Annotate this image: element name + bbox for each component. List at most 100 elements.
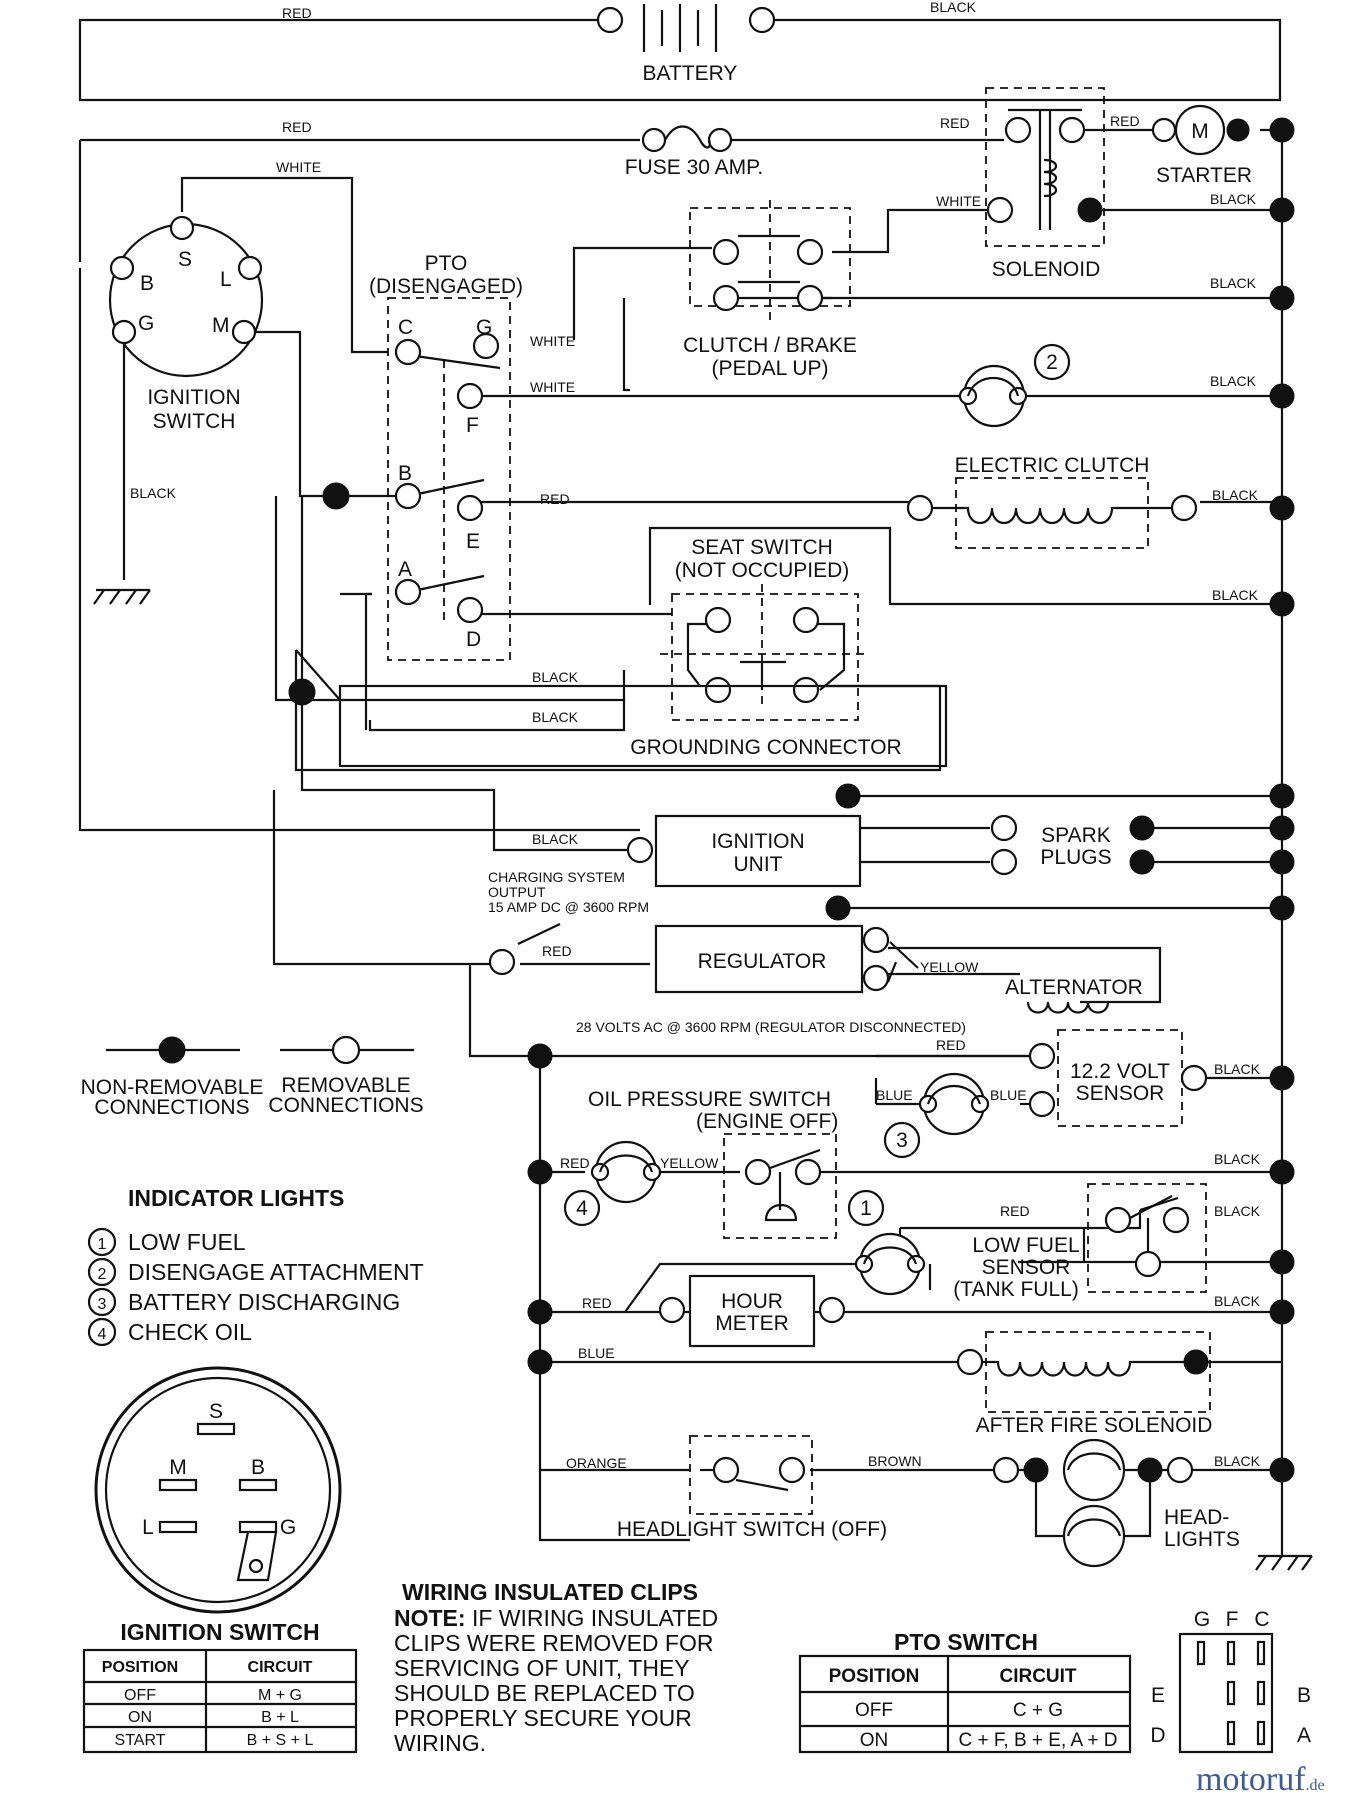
indicator-item-3-num: 3	[98, 1296, 107, 1313]
component-outlines	[108, 4, 1295, 1568]
charging-output-label-2: OUTPUT	[488, 884, 546, 900]
non-removable-legend-1: NON-REMOVABLE	[81, 1076, 264, 1099]
lamp-1-symbol	[847, 1189, 926, 1296]
pto-table-row-1-position: OFF	[855, 1700, 893, 1721]
electric-clutch-symbol	[906, 477, 1295, 549]
wire-label-black: BLACK	[1214, 1061, 1261, 1077]
wire-label-black: BLACK	[1214, 1453, 1261, 1469]
wire-label-black: BLACK	[1210, 275, 1257, 291]
wire-label-black: BLACK	[532, 669, 579, 685]
indicator-item-1-label: LOW FUEL	[128, 1229, 246, 1255]
pto-table-row-2-position: ON	[860, 1730, 889, 1751]
component-labels: BATTERY FUSE 30 AMP. M STARTER SOLENOID …	[147, 62, 1252, 1551]
alternator-note-label: 28 VOLTS AC @ 3600 RPM (REGULATOR DISCON…	[576, 1019, 966, 1035]
lamp-2-symbol	[958, 343, 1071, 428]
wire-label-blue: BLUE	[578, 1345, 615, 1361]
pto-terminal-g: G	[476, 316, 492, 339]
pto-connector-a: A	[1297, 1724, 1311, 1747]
lamp-3-number: 3	[896, 1129, 908, 1152]
oil-pressure-switch-label: OIL PRESSURE SWITCH	[588, 1088, 831, 1111]
spark-plugs-label-2: PLUGS	[1040, 846, 1111, 869]
pto-connector-e: E	[1151, 1684, 1165, 1707]
lamp-3-symbol	[883, 1072, 990, 1159]
indicator-item-2-label: DISENGAGE ATTACHMENT	[128, 1259, 424, 1285]
ignition-table-row-2-position: ON	[128, 1709, 152, 1726]
wiring-clips-note: WIRING INSULATED CLIPS NOTE: IF WIRING I…	[394, 1579, 718, 1756]
headlights-symbol	[992, 1438, 1194, 1568]
ignition-table-title: IGNITION SWITCH	[120, 1619, 319, 1645]
starter-symbol-label: M	[1191, 120, 1209, 143]
volt-sensor-label-1: 12.2 VOLT	[1070, 1060, 1170, 1083]
pto-title-label: PTO	[425, 252, 468, 275]
low-fuel-sensor-label-1: LOW FUEL	[972, 1234, 1079, 1257]
low-fuel-sensor-symbol	[1087, 1183, 1207, 1293]
wire-label-red: RED	[1110, 113, 1140, 129]
battery-symbol	[596, 4, 776, 52]
ignition-switch-label-2: SWITCH	[153, 410, 236, 433]
seat-switch-symbol	[660, 584, 870, 721]
wire-label-black: BLACK	[930, 0, 977, 15]
headlights-label-1: HEAD-	[1164, 1506, 1229, 1529]
pto-connector-g: G	[1194, 1608, 1210, 1631]
indicator-item-4: 4 CHECK OIL	[87, 1317, 252, 1347]
indicator-item-3: 3 BATTERY DISCHARGING	[87, 1287, 400, 1317]
spark-plugs-label-1: SPARK	[1041, 824, 1111, 847]
pto-table-row-2-circuit: C + F, B + E, A + D	[959, 1730, 1118, 1751]
headlight-switch-symbol	[689, 1435, 813, 1515]
clips-note-line-2: CLIPS WERE REMOVED FOR	[394, 1630, 713, 1656]
pto-connector: G F C E D B A	[1150, 1608, 1311, 1754]
regulator-symbol	[488, 895, 919, 994]
fuse-label: FUSE 30 AMP.	[625, 156, 764, 179]
ignition-terminal-m: M	[212, 314, 230, 337]
pto-table-row-1-circuit: C + G	[1013, 1700, 1063, 1721]
watermark-suffix: .de	[1306, 1777, 1325, 1794]
grounding-connector-frame	[338, 684, 948, 768]
ignition-table-header-position: POSITION	[102, 1659, 178, 1676]
ignition-terminal-l: L	[220, 268, 232, 291]
face-terminal-g: G	[280, 1516, 296, 1539]
clips-note-line-1-text: IF WIRING INSULATED	[466, 1605, 719, 1631]
wire-label-red: RED	[1000, 1203, 1030, 1219]
wire-label-red: RED	[540, 491, 570, 507]
ignition-switch-table: IGNITION SWITCH POSITION CIRCUIT OFF M +…	[82, 1619, 358, 1754]
wire-label-red: RED	[282, 5, 312, 21]
ignition-terminal-g: G	[138, 312, 154, 335]
wire-label-white: WHITE	[276, 159, 321, 175]
starter-motor-symbol	[1151, 104, 1294, 156]
hour-meter-label-1: HOUR	[721, 1290, 783, 1313]
ignition-table-row-3-position: START	[115, 1732, 166, 1749]
wire-label-white: WHITE	[530, 379, 575, 395]
wire-label-orange: ORANGE	[566, 1455, 627, 1471]
watermark-main: motoruf	[1196, 1761, 1306, 1798]
clips-note-line-6: WIRING.	[394, 1730, 486, 1756]
junction-dots	[288, 117, 1295, 1483]
pto-terminal-d: D	[466, 628, 481, 651]
removable-legend-1: REMOVABLE	[281, 1074, 410, 1097]
pto-switch-symbol	[387, 297, 511, 661]
wire-label-black: BLACK	[1210, 191, 1257, 207]
wire-label-black: BLACK	[1212, 487, 1259, 503]
volt-sensor-label-2: SENSOR	[1076, 1082, 1165, 1105]
watermark: motoruf.de	[1196, 1761, 1325, 1798]
wire-label-black: BLACK	[1214, 1203, 1261, 1219]
wire-label-black: BLACK	[1210, 373, 1257, 389]
oil-pressure-switch-symbol	[723, 1133, 837, 1239]
wire-label-brown: BROWN	[868, 1453, 922, 1469]
pto-switch-table: PTO SWITCH POSITION CIRCUIT OFF C + G ON…	[798, 1629, 1132, 1754]
ignition-switch-symbol	[108, 215, 264, 378]
solenoid-label: SOLENOID	[992, 258, 1101, 281]
ignition-switch-face: S M B L G	[94, 1366, 342, 1614]
lamp-1-number: 1	[860, 1197, 872, 1220]
wire-label-blue: BLUE	[990, 1087, 1027, 1103]
low-fuel-sensor-label-3: (TANK FULL)	[953, 1278, 1079, 1301]
indicator-item-1: 1 LOW FUEL	[87, 1227, 246, 1257]
clutch-brake-label: CLUTCH / BRAKE	[683, 334, 857, 357]
wire-label-red: RED	[582, 1295, 612, 1311]
headlight-switch-label: HEADLIGHT SWITCH (OFF)	[617, 1518, 887, 1541]
pto-state-label: (DISENGAGED)	[369, 275, 523, 298]
pto-connector-c: C	[1254, 1608, 1269, 1631]
ignition-unit-label-1: IGNITION	[711, 830, 804, 853]
ignition-table-row-3-circuit: B + S + L	[247, 1732, 314, 1749]
clips-note-line-5: PROPERLY SECURE YOUR	[394, 1705, 692, 1731]
